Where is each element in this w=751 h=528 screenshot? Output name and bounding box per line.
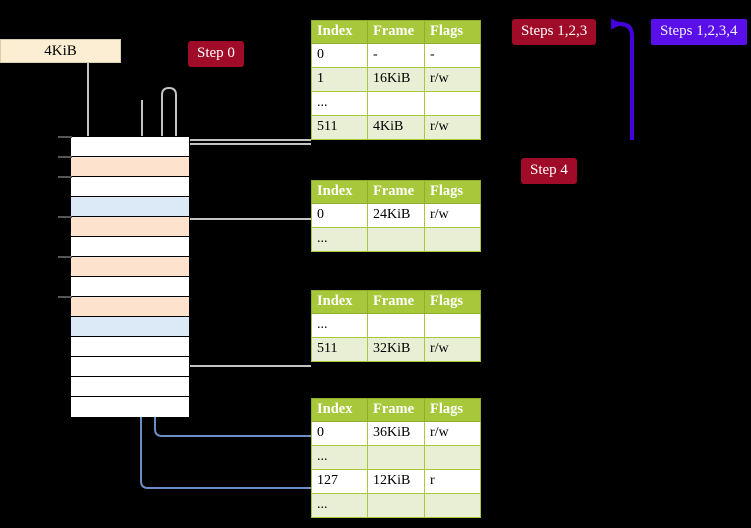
table-cell: 127 — [311, 469, 368, 494]
table-cell: 12KiB — [367, 469, 425, 494]
table-row: ... — [311, 227, 481, 252]
table-row: 0-- — [311, 43, 481, 68]
table-cell: r/w — [424, 421, 481, 446]
table-cell: r/w — [424, 203, 481, 228]
table-cell — [424, 313, 481, 338]
table-cell: r — [424, 469, 481, 494]
column-header-index: Index — [311, 290, 368, 314]
table-row: ... — [311, 91, 481, 116]
memory-row — [71, 277, 189, 297]
column-header-flags: Flags — [424, 180, 481, 204]
table-cell: 511 — [311, 115, 368, 140]
table-cell: 0 — [311, 43, 368, 68]
memory-row — [71, 257, 189, 277]
memory-row — [71, 137, 189, 157]
column-header-index: Index — [311, 398, 368, 422]
table-cell: 0 — [311, 421, 368, 446]
table-row: ... — [311, 313, 481, 338]
table-cell: 32KiB — [367, 337, 425, 362]
table-cell — [424, 493, 481, 518]
memory-row — [71, 357, 189, 377]
memory-row — [71, 157, 189, 177]
memory-row — [71, 397, 189, 417]
memory-row — [71, 217, 189, 237]
table-cell — [367, 313, 425, 338]
column-header-flags: Flags — [424, 290, 481, 314]
memory-row — [71, 297, 189, 317]
column-header-frame: Frame — [367, 20, 425, 44]
table-cell: 36KiB — [367, 421, 425, 446]
badge-step-0: Step 0 — [188, 41, 244, 67]
memory-tick — [58, 296, 72, 298]
column-header-index: Index — [311, 180, 368, 204]
table-cell: 0 — [311, 203, 368, 228]
memory-tick — [58, 176, 72, 178]
table-cell: ... — [311, 91, 368, 116]
table-cell: - — [367, 43, 425, 68]
table-cell: 16KiB — [367, 67, 425, 92]
table-cell: 4KiB — [367, 115, 425, 140]
table-cell: 24KiB — [367, 203, 425, 228]
memory-tick — [58, 256, 72, 258]
frame-size-label: 4KiB — [44, 42, 77, 59]
memory-row — [71, 237, 189, 257]
table-cell: - — [424, 43, 481, 68]
memory-row — [71, 197, 189, 217]
table-cell: r/w — [424, 337, 481, 362]
table-cell — [367, 91, 425, 116]
table-cell: ... — [311, 445, 368, 470]
table-cell — [367, 493, 425, 518]
memory-row — [71, 377, 189, 397]
table-cell — [424, 91, 481, 116]
frame-size-box: 4KiB — [0, 39, 121, 63]
memory-row — [71, 177, 189, 197]
memory-tick — [58, 216, 72, 218]
table-cell: 1 — [311, 67, 368, 92]
badge-steps-123: Steps 1,2,3 — [512, 19, 597, 45]
table-row: ... — [311, 493, 481, 518]
column-header-frame: Frame — [367, 290, 425, 314]
table-cell — [424, 445, 481, 470]
table-cell — [367, 445, 425, 470]
table-row: ... — [311, 445, 481, 470]
column-header-frame: Frame — [367, 398, 425, 422]
table-cell: r/w — [424, 115, 481, 140]
column-header-flags: Flags — [424, 398, 481, 422]
badge-steps-1234: Steps 1,2,3,4 — [651, 19, 747, 45]
memory-tick — [58, 156, 72, 158]
table-cell: ... — [311, 493, 368, 518]
table-cell — [367, 227, 425, 252]
memory-tick — [58, 136, 72, 138]
badge-step-4: Step 4 — [521, 158, 577, 184]
column-header-frame: Frame — [367, 180, 425, 204]
table-cell: r/w — [424, 67, 481, 92]
column-header-index: Index — [311, 20, 368, 44]
memory-row — [71, 337, 189, 357]
table-cell: 511 — [311, 337, 368, 362]
table-cell — [424, 227, 481, 252]
physical-memory-column — [70, 136, 190, 417]
table-cell: ... — [311, 313, 368, 338]
memory-row — [71, 317, 189, 337]
column-header-flags: Flags — [424, 20, 481, 44]
table-cell: ... — [311, 227, 368, 252]
